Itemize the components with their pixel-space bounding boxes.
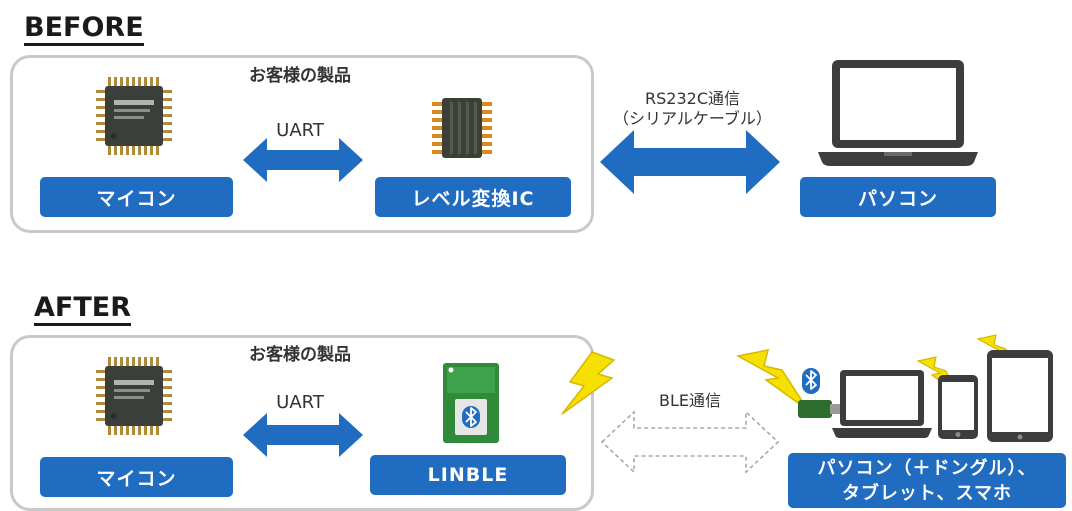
after-devices-label-line2: タブレット、スマホ xyxy=(841,482,1013,504)
bluetooth-icon xyxy=(462,406,480,428)
after-product-box-title: お客様の製品 xyxy=(249,345,351,365)
smartphone-icon xyxy=(938,375,978,439)
ic-chip-icon xyxy=(432,98,492,158)
before-rs232c-sublabel: （シリアルケーブル） xyxy=(613,109,772,128)
before-heading: BEFORE xyxy=(24,14,144,46)
usb-dongle-icon xyxy=(798,368,840,418)
lightning-icon xyxy=(561,351,616,415)
after-uart-label: UART xyxy=(276,392,324,413)
before-product-box-title: お客様の製品 xyxy=(249,66,351,86)
before-rs232c-arrow xyxy=(600,130,780,194)
before-mcu-label: マイコン xyxy=(40,177,233,217)
after-mcu-label: マイコン xyxy=(40,457,233,497)
before-uart-arrow xyxy=(243,138,363,182)
ble-module-icon xyxy=(443,363,499,443)
before-rs232c-label: RS232C通信 xyxy=(645,89,740,108)
microcontroller-chip-icon xyxy=(96,77,172,155)
laptop-icon xyxy=(832,370,932,438)
lightning-icon xyxy=(735,349,809,411)
before-pc-label: パソコン xyxy=(800,177,996,217)
after-linble-label: LINBLE xyxy=(370,455,566,495)
after-ble-arrow xyxy=(600,410,780,474)
before-uart-label: UART xyxy=(276,120,324,141)
after-ble-label: BLE通信 xyxy=(658,391,721,410)
before-level-converter-label: レベル変換IC xyxy=(375,177,571,217)
after-heading: AFTER xyxy=(34,294,131,326)
laptop-icon xyxy=(818,60,978,166)
tablet-icon xyxy=(987,350,1053,442)
after-devices-label: パソコン（＋ドングル）、 タブレット、スマホ xyxy=(788,453,1066,508)
after-devices-label-line1: パソコン（＋ドングル）、 xyxy=(817,457,1037,479)
after-uart-arrow xyxy=(243,413,363,457)
microcontroller-chip-icon xyxy=(96,357,172,435)
bluetooth-icon xyxy=(802,368,820,394)
